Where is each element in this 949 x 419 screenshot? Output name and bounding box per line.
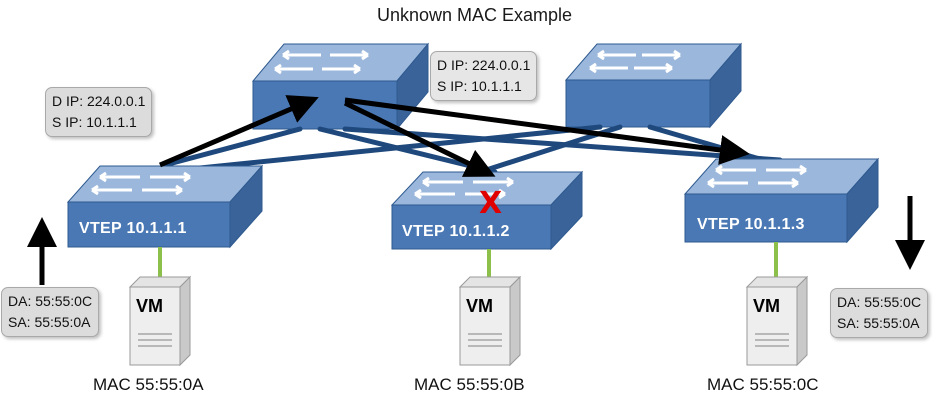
arrow-spine-to-vtep2 <box>343 100 496 177</box>
vtep-label-2: VTEP 10.1.1.2 <box>402 223 510 240</box>
vtep-switch-2 <box>390 170 584 251</box>
inner-sa-right: SA: 55:55:0A <box>837 315 920 331</box>
outer-sip-top: S IP: 10.1.1.1 <box>437 78 522 94</box>
vtep-switch-1 <box>66 164 264 249</box>
arrow-vtep1-to-spine <box>159 95 319 168</box>
outer-sip-left: S IP: 10.1.1.1 <box>52 114 137 130</box>
vm-label-3: VM <box>753 296 780 316</box>
mac-label-3: MAC 55:55:0C <box>707 375 819 394</box>
vm-label-2: VM <box>466 296 493 316</box>
vm-label-1: VM <box>136 296 163 316</box>
outer-dip-left: D IP: 224.0.0.1 <box>52 93 146 109</box>
mac-label-1: MAC 55:55:0A <box>93 375 204 394</box>
vm-links <box>158 242 778 277</box>
flow-arrows <box>27 95 925 285</box>
vm-server-3 <box>745 275 809 367</box>
inner-da-left: DA: 55:55:0C <box>8 293 93 309</box>
arrow-spine-to-vtep3 <box>344 97 750 165</box>
spine-switch-back <box>564 42 743 129</box>
vm-server-1 <box>128 275 192 367</box>
inner-da-right: DA: 55:55:0C <box>837 294 922 310</box>
inner-sa-left: SA: 55:55:0A <box>8 314 91 330</box>
outer-header-top: D IP: 224.0.0.1 S IP: 10.1.1.1 <box>430 51 538 101</box>
vtep-switch-3 <box>683 157 880 244</box>
inner-header-left: DA: 55:55:0C SA: 55:55:0A <box>1 287 100 337</box>
mac-label-2: MAC 55:55:0B <box>414 375 525 394</box>
diagram-title: Unknown MAC Example <box>376 5 573 25</box>
outer-dip-top: D IP: 224.0.0.1 <box>437 57 531 73</box>
outer-header-left: D IP: 224.0.0.1 S IP: 10.1.1.1 <box>45 87 153 137</box>
vm-server-2 <box>458 275 522 367</box>
inner-header-right: DA: 55:55:0C SA: 55:55:0A <box>830 288 929 338</box>
vtep-label-3: VTEP 10.1.1.3 <box>697 216 805 233</box>
drop-x-icon: X <box>479 186 503 221</box>
vtep-label-1: VTEP 10.1.1.1 <box>79 220 187 237</box>
